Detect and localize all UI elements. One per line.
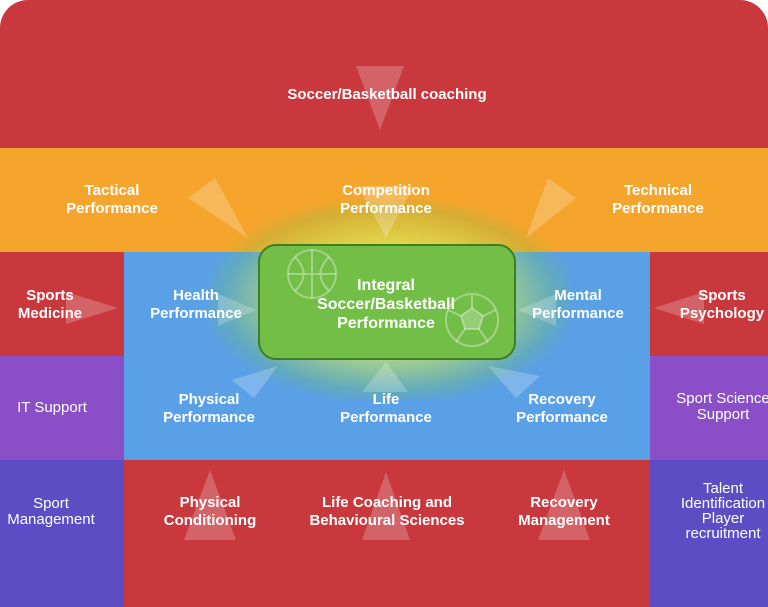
arrow-sports-medicine [66,292,118,324]
arrow-health [218,294,256,326]
arrow-physical-cond [184,470,236,540]
label-mental: Mental Performance [532,287,624,322]
core-box [258,244,516,360]
arrow-life-perf [362,362,408,392]
arrow-competition [358,186,414,238]
arrow-down-top [356,66,404,130]
arrow-technical [526,178,576,238]
label-competition: Competition Performance [340,182,432,217]
right-purple-cell [650,356,768,460]
label-health: Health Performance [150,287,242,322]
top-band [0,0,768,148]
label-talent: Talent Identification Player recruitment [680,480,766,542]
label-recovery-performance: Recovery Performance [516,391,608,426]
arrow-physical-perf [232,366,278,398]
left-red-cell [0,252,124,356]
arrow-recovery-mgmt [538,470,590,540]
label-physical-performance: Physical Performance [163,391,255,426]
label-coaching: Soccer/Basketball coaching [287,86,487,103]
bottom-band [124,460,650,607]
label-physical-conditioning: Physical Conditioning [163,494,257,529]
left-purple-cell [0,356,124,460]
arrow-recovery-perf [488,366,540,398]
label-recovery-management: Recovery Management [518,494,610,529]
soccer-ball-icon [445,293,499,347]
label-technical: Technical Performance [612,182,704,217]
arrow-tactical [188,178,248,238]
basketball-icon [287,249,337,299]
label-sports-psychology: Sports Psychology [679,287,765,322]
left-indigo-cell [0,460,124,607]
label-core: Integral Soccer/Basketball Performance [317,277,455,332]
arrow-life-coaching [362,472,410,540]
arrow-mental [518,294,556,326]
label-life-coaching: Life Coaching and Behavioural Sciences [309,494,465,529]
right-indigo-cell [650,460,768,607]
label-it-support: IT Support [17,399,87,416]
label-sports-medicine: Sports Medicine [17,287,83,322]
label-sport-management: Sport Management [7,495,95,528]
label-sport-science: Sport Science Support [676,390,768,423]
arrow-sports-psychology [654,292,704,324]
label-life-performance: Life Performance [340,391,432,426]
right-red-cell [650,252,768,356]
label-tactical: Tactical Performance [66,182,158,217]
